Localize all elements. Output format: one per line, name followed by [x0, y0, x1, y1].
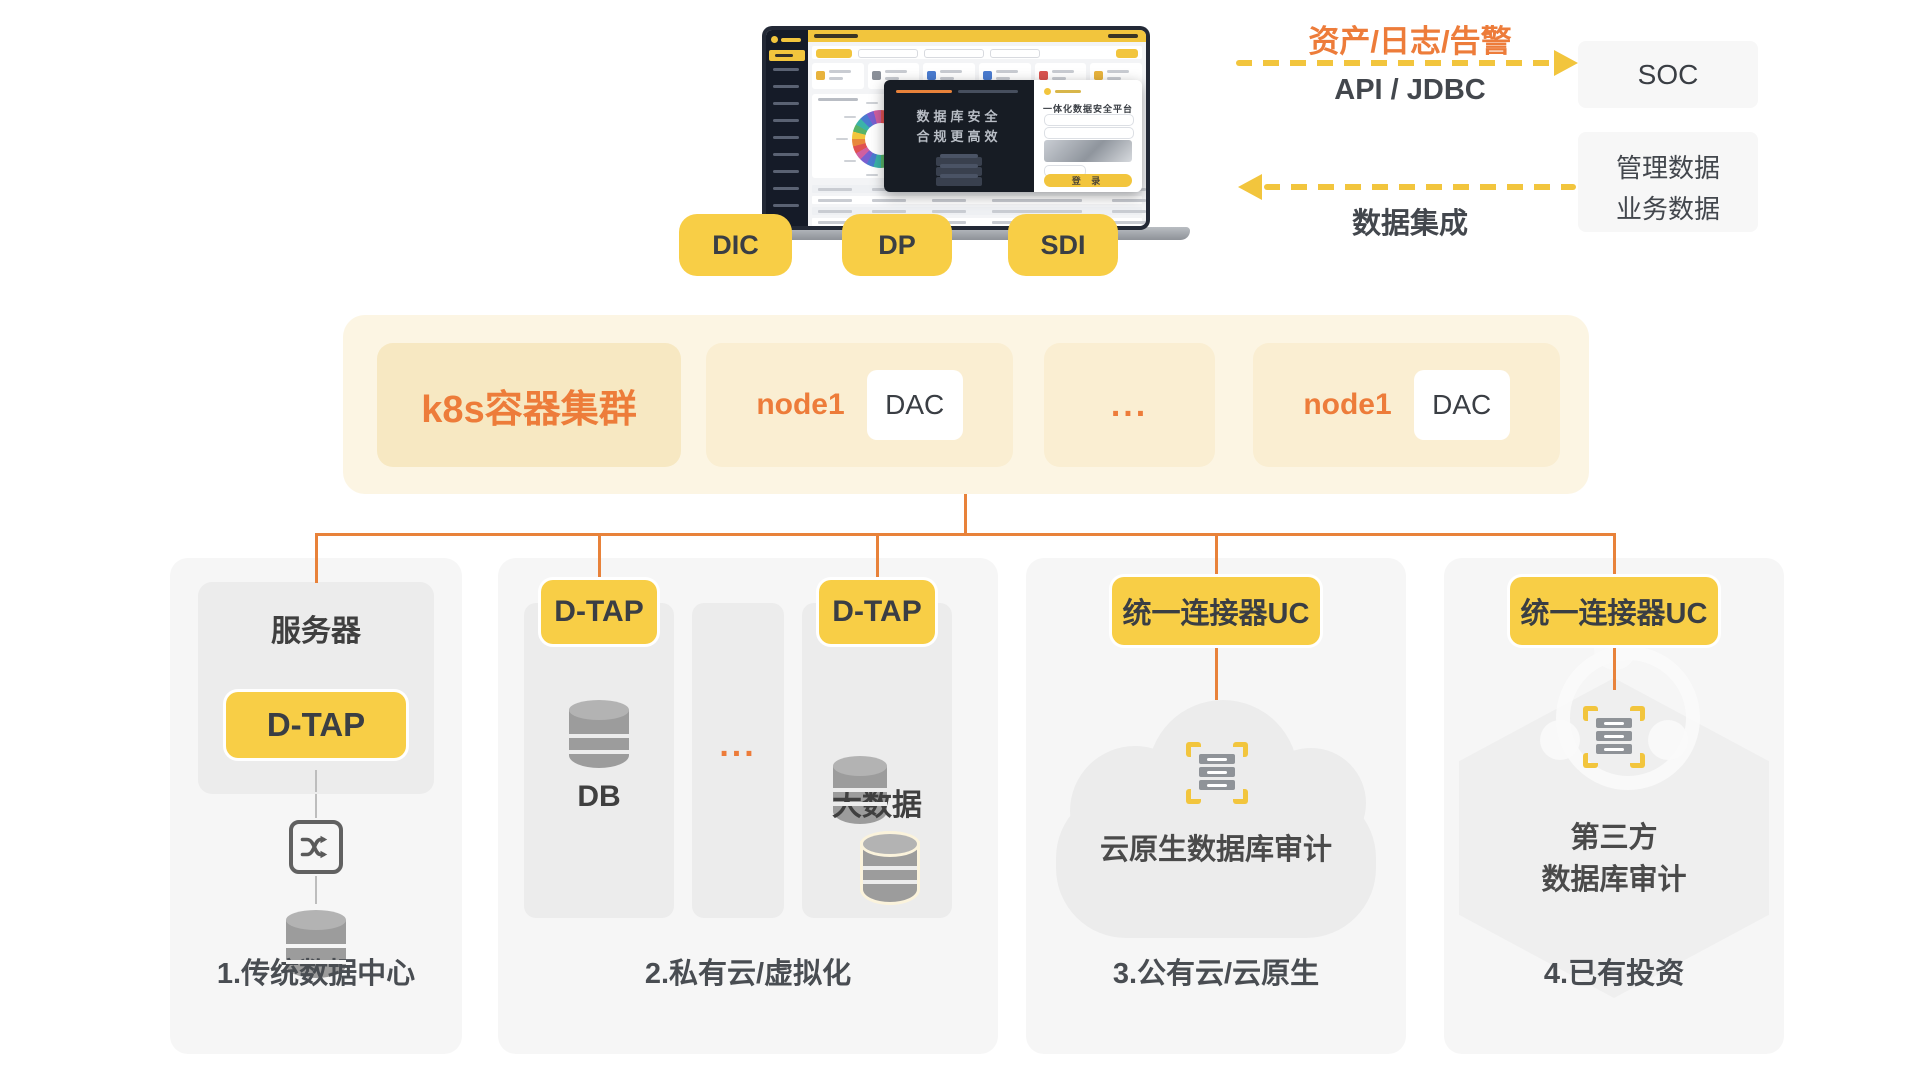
node2-name: node1 — [1303, 388, 1392, 421]
dashboard-screen: 数据库安全 合规更高效 一体化数据安全平台 登 录 — [766, 30, 1146, 226]
uc-badge-thirdparty: 统一连接器UC — [1510, 577, 1718, 645]
connector-drop-5 — [1613, 533, 1616, 579]
dashboard-sidebar — [766, 30, 808, 226]
login-username-field — [1044, 114, 1134, 126]
env4-label: 4.已有投资 — [1543, 958, 1685, 990]
db-icon — [569, 700, 629, 772]
assets-logs-alerts-label: 资产/日志/告警 — [1308, 24, 1512, 59]
server-label: 服务器 — [271, 615, 361, 648]
env3-label: 3.公有云/云原生 — [1112, 958, 1320, 990]
ellipsis-column — [692, 603, 784, 918]
laptop-screenshot: 数据库安全 合规更高效 一体化数据安全平台 登 录 — [762, 26, 1150, 230]
cloud-shape: 云原生数据库审计 — [1056, 698, 1376, 938]
login-panel: 一体化数据安全平台 登 录 — [1034, 80, 1142, 192]
k8s-cluster-title: k8s容器集群 — [421, 388, 637, 431]
server-box: 服务器 D-TAP — [198, 582, 434, 794]
promo-slogan-line1: 数据库安全 — [916, 109, 1002, 124]
node-panel-ellipsis: ... — [1044, 343, 1215, 467]
env1-label: 1.传统数据中心 — [216, 958, 416, 990]
data-integration-label: 数据集成 — [1351, 208, 1468, 240]
env-traditional-datacenter: 服务器 D-TAP 1.传统数据中心 — [170, 558, 462, 1054]
dashboard-topbar — [808, 30, 1146, 42]
dtap-badge-server: D-TAP — [226, 692, 406, 758]
connector-drop-2 — [598, 533, 601, 582]
api-jdbc-label: API / JDBC — [1334, 74, 1486, 106]
node-panel-2: node1 DAC — [1253, 343, 1560, 467]
k8s-cluster-title-panel: k8s容器集群 — [377, 343, 681, 467]
env-public-cloud: 统一连接器UC 云原生数据库审计 3.公有云/云原生 — [1026, 558, 1406, 1054]
database-icon — [286, 910, 346, 982]
connector-stem — [964, 494, 967, 535]
node1-name: node1 — [756, 388, 845, 421]
app-logo-icon — [771, 36, 778, 43]
product-badge-sdi: SDI — [1008, 214, 1118, 276]
promo-panel: 数据库安全 合规更高效 — [884, 80, 1034, 192]
db-label: DB — [577, 780, 621, 813]
connector-drop-3 — [876, 533, 879, 582]
sidebar-active-item — [769, 50, 805, 61]
bigdata-icon-front — [863, 834, 917, 902]
cloud-caption: 云原生数据库审计 — [1099, 834, 1332, 866]
soc-arrow-head-icon — [1554, 50, 1578, 76]
login-button: 登 录 — [1044, 174, 1132, 187]
uc-cloud-stem — [1215, 645, 1218, 700]
env-private-cloud: D-TAP D-TAP DB ... 大数据 2.私有云/虚拟化 — [498, 558, 998, 1054]
uc-badge-cloud: 统一连接器UC — [1112, 577, 1320, 645]
promo-login-modal: 数据库安全 合规更高效 一体化数据安全平台 登 录 — [884, 80, 1142, 192]
promo-slogan-line2: 合规更高效 — [916, 129, 1002, 144]
dac-box-1: DAC — [866, 370, 963, 440]
app-logo-text — [781, 38, 801, 42]
soc-box: SOC — [1578, 41, 1758, 108]
product-badge-dic: DIC — [679, 214, 792, 276]
connector-horizontal — [315, 533, 1616, 536]
integration-arrow-head-icon — [1238, 174, 1262, 200]
bigdata-icon-back — [833, 756, 887, 824]
thirdparty-db-audit-icon — [1583, 706, 1645, 768]
cloud-db-audit-icon — [1186, 742, 1248, 804]
login-captcha-image — [1044, 140, 1132, 162]
login-password-field — [1044, 127, 1134, 139]
nodes-ellipsis: ... — [1110, 385, 1149, 424]
connector-drop-4 — [1215, 533, 1218, 579]
connector-drop-1 — [315, 533, 318, 583]
mgmt-data-box: 管理数据 业务数据 — [1578, 132, 1758, 232]
mgmt-data-line1: 管理数据 — [1615, 153, 1720, 183]
soc-arrow-line — [1236, 60, 1558, 66]
env-existing-investment: 统一连接器UC 第三方 数据库审计 4.已有投资 — [1444, 558, 1784, 1054]
dtap-badge-db: D-TAP — [541, 580, 657, 644]
integration-arrow-line — [1264, 184, 1576, 190]
env2-ellipsis: ... — [719, 726, 757, 764]
k8s-cluster-band: k8s容器集群 node1 DAC ... node1 DAC — [343, 315, 1589, 494]
login-title: 一体化数据安全平台 — [1042, 104, 1133, 114]
dashboard-filter-row — [812, 46, 1142, 59]
product-badge-dp: DP — [842, 214, 952, 276]
uc-hex-stem — [1613, 645, 1616, 690]
thirdparty-caption-line1: 第三方 — [1570, 822, 1658, 854]
env2-label: 2.私有云/虚拟化 — [644, 958, 852, 990]
dtap-badge-bigdata: D-TAP — [819, 580, 935, 644]
login-logo-icon — [1044, 88, 1051, 95]
network-tap-icon — [289, 820, 343, 874]
thirdparty-caption-line2: 数据库审计 — [1541, 864, 1687, 896]
dac-box-2: DAC — [1413, 370, 1510, 440]
node-panel-1: node1 DAC — [706, 343, 1013, 467]
mgmt-data-line2: 业务数据 — [1615, 194, 1720, 224]
